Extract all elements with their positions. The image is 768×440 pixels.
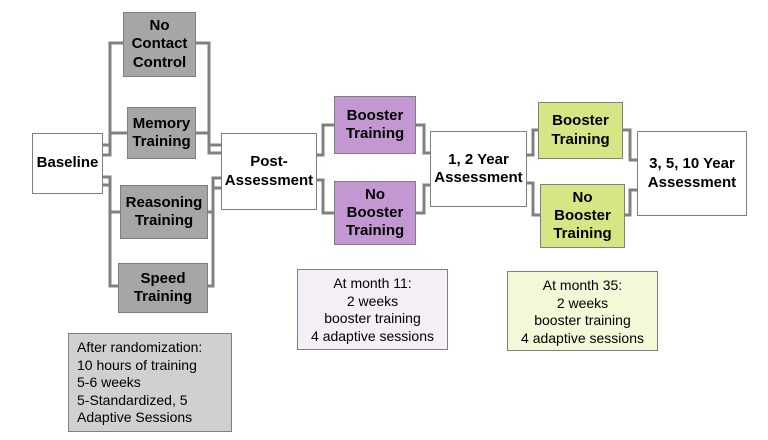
no-contact-line-3: Control	[132, 53, 187, 71]
connector-booster2-final	[623, 128, 637, 162]
connector-no-booster2-final	[625, 188, 637, 217]
month-35-note: At month 35: 2 weeks booster training 4 …	[507, 271, 658, 351]
connector-year12-no-booster2	[527, 181, 540, 217]
baseline-label: Baseline	[36, 154, 99, 172]
connector-booster1-year12	[416, 123, 430, 155]
month11-line-4: 4 adaptive sessions	[311, 327, 434, 344]
speed-line-1: Speed	[140, 269, 186, 287]
no-booster2-line-1: No	[572, 188, 593, 206]
year12-line-2: Assessment	[434, 169, 523, 186]
post-assessment-line-1: Post-	[250, 153, 288, 171]
month11-line-3: booster training	[324, 310, 421, 326]
connector-year12-booster2	[527, 128, 538, 157]
memory-line-2: Training	[132, 133, 191, 150]
month35-line-4: 4 adaptive sessions	[521, 329, 644, 346]
connector-no-contact-post	[196, 41, 221, 147]
connector-memory-post	[196, 131, 221, 155]
randomization-line-5: Adaptive Sessions	[77, 409, 193, 425]
connector-post-no-booster1	[317, 178, 334, 215]
no-booster1-line-3: Training	[345, 222, 405, 240]
year12-line-1: 1, 2 Year	[448, 150, 509, 168]
connector-baseline-memory	[103, 131, 127, 157]
no-contact-control-box: No Contact Control	[123, 12, 196, 77]
no-booster1-line-1: No	[365, 185, 385, 203]
connector-baseline-no-contact	[103, 41, 123, 147]
reasoning-training-box: Reasoning Training	[120, 185, 208, 239]
speed-line-2: Training	[133, 288, 193, 305]
month-11-note: At month 11: 2 weeks booster training 4 …	[297, 269, 448, 350]
connector-baseline-speed	[103, 183, 118, 288]
year3510-line-2: Assessment	[647, 173, 737, 191]
memory-line-1: Memory	[132, 114, 191, 132]
connector-no-booster1-year12	[416, 183, 430, 215]
month35-line-1: At month 35:	[542, 277, 623, 293]
month11-line-2: 2 weeks	[346, 292, 399, 309]
baseline-box: Baseline	[32, 133, 103, 194]
booster-training-box-2: Booster Training	[538, 102, 623, 159]
randomization-line-2: 10 hours of training	[77, 356, 197, 373]
randomization-line-1: After randomization:	[77, 339, 203, 355]
reasoning-line-1: Reasoning	[125, 193, 203, 211]
randomization-line-3: 5-6 weeks	[77, 374, 141, 390]
connector-speed-post	[208, 186, 221, 288]
no-booster-training-box-1: No Booster Training	[334, 181, 416, 245]
booster2-line-2: Training	[551, 130, 610, 148]
month35-line-2: 2 weeks	[556, 294, 609, 311]
randomization-line-4: 5-Standardized, 5	[77, 391, 188, 408]
month11-line-1: At month 11:	[333, 275, 412, 291]
year3510-line-1: 3, 5, 10 Year	[649, 155, 735, 173]
memory-training-box: Memory Training	[127, 107, 196, 159]
post-assessment-line-2: Assessment	[224, 171, 314, 189]
no-booster1-line-2: Booster	[346, 203, 404, 221]
no-booster2-line-2: Booster	[554, 206, 611, 224]
no-contact-line-2: Contact	[131, 35, 188, 53]
booster2-line-1: Booster	[552, 112, 609, 130]
booster-training-box-1: Booster Training	[334, 96, 416, 154]
year-3-5-10-assessment-box: 3, 5, 10 Year Assessment	[637, 131, 747, 216]
month35-line-3: booster training	[534, 312, 631, 328]
year-1-2-assessment-box: 1, 2 Year Assessment	[430, 131, 527, 207]
booster1-line-2: Training	[345, 125, 405, 142]
post-assessment-box: Post- Assessment	[221, 133, 317, 210]
booster1-line-1: Booster	[346, 106, 404, 124]
no-contact-line-1: No	[149, 17, 170, 35]
connector-post-booster1	[317, 123, 334, 157]
speed-training-box: Speed Training	[118, 263, 208, 313]
no-booster2-line-3: Training	[553, 225, 612, 243]
no-booster-training-box-2: No Booster Training	[540, 184, 625, 248]
reasoning-line-2: Training	[134, 212, 194, 229]
randomization-note: After randomization: 10 hours of trainin…	[68, 333, 232, 432]
